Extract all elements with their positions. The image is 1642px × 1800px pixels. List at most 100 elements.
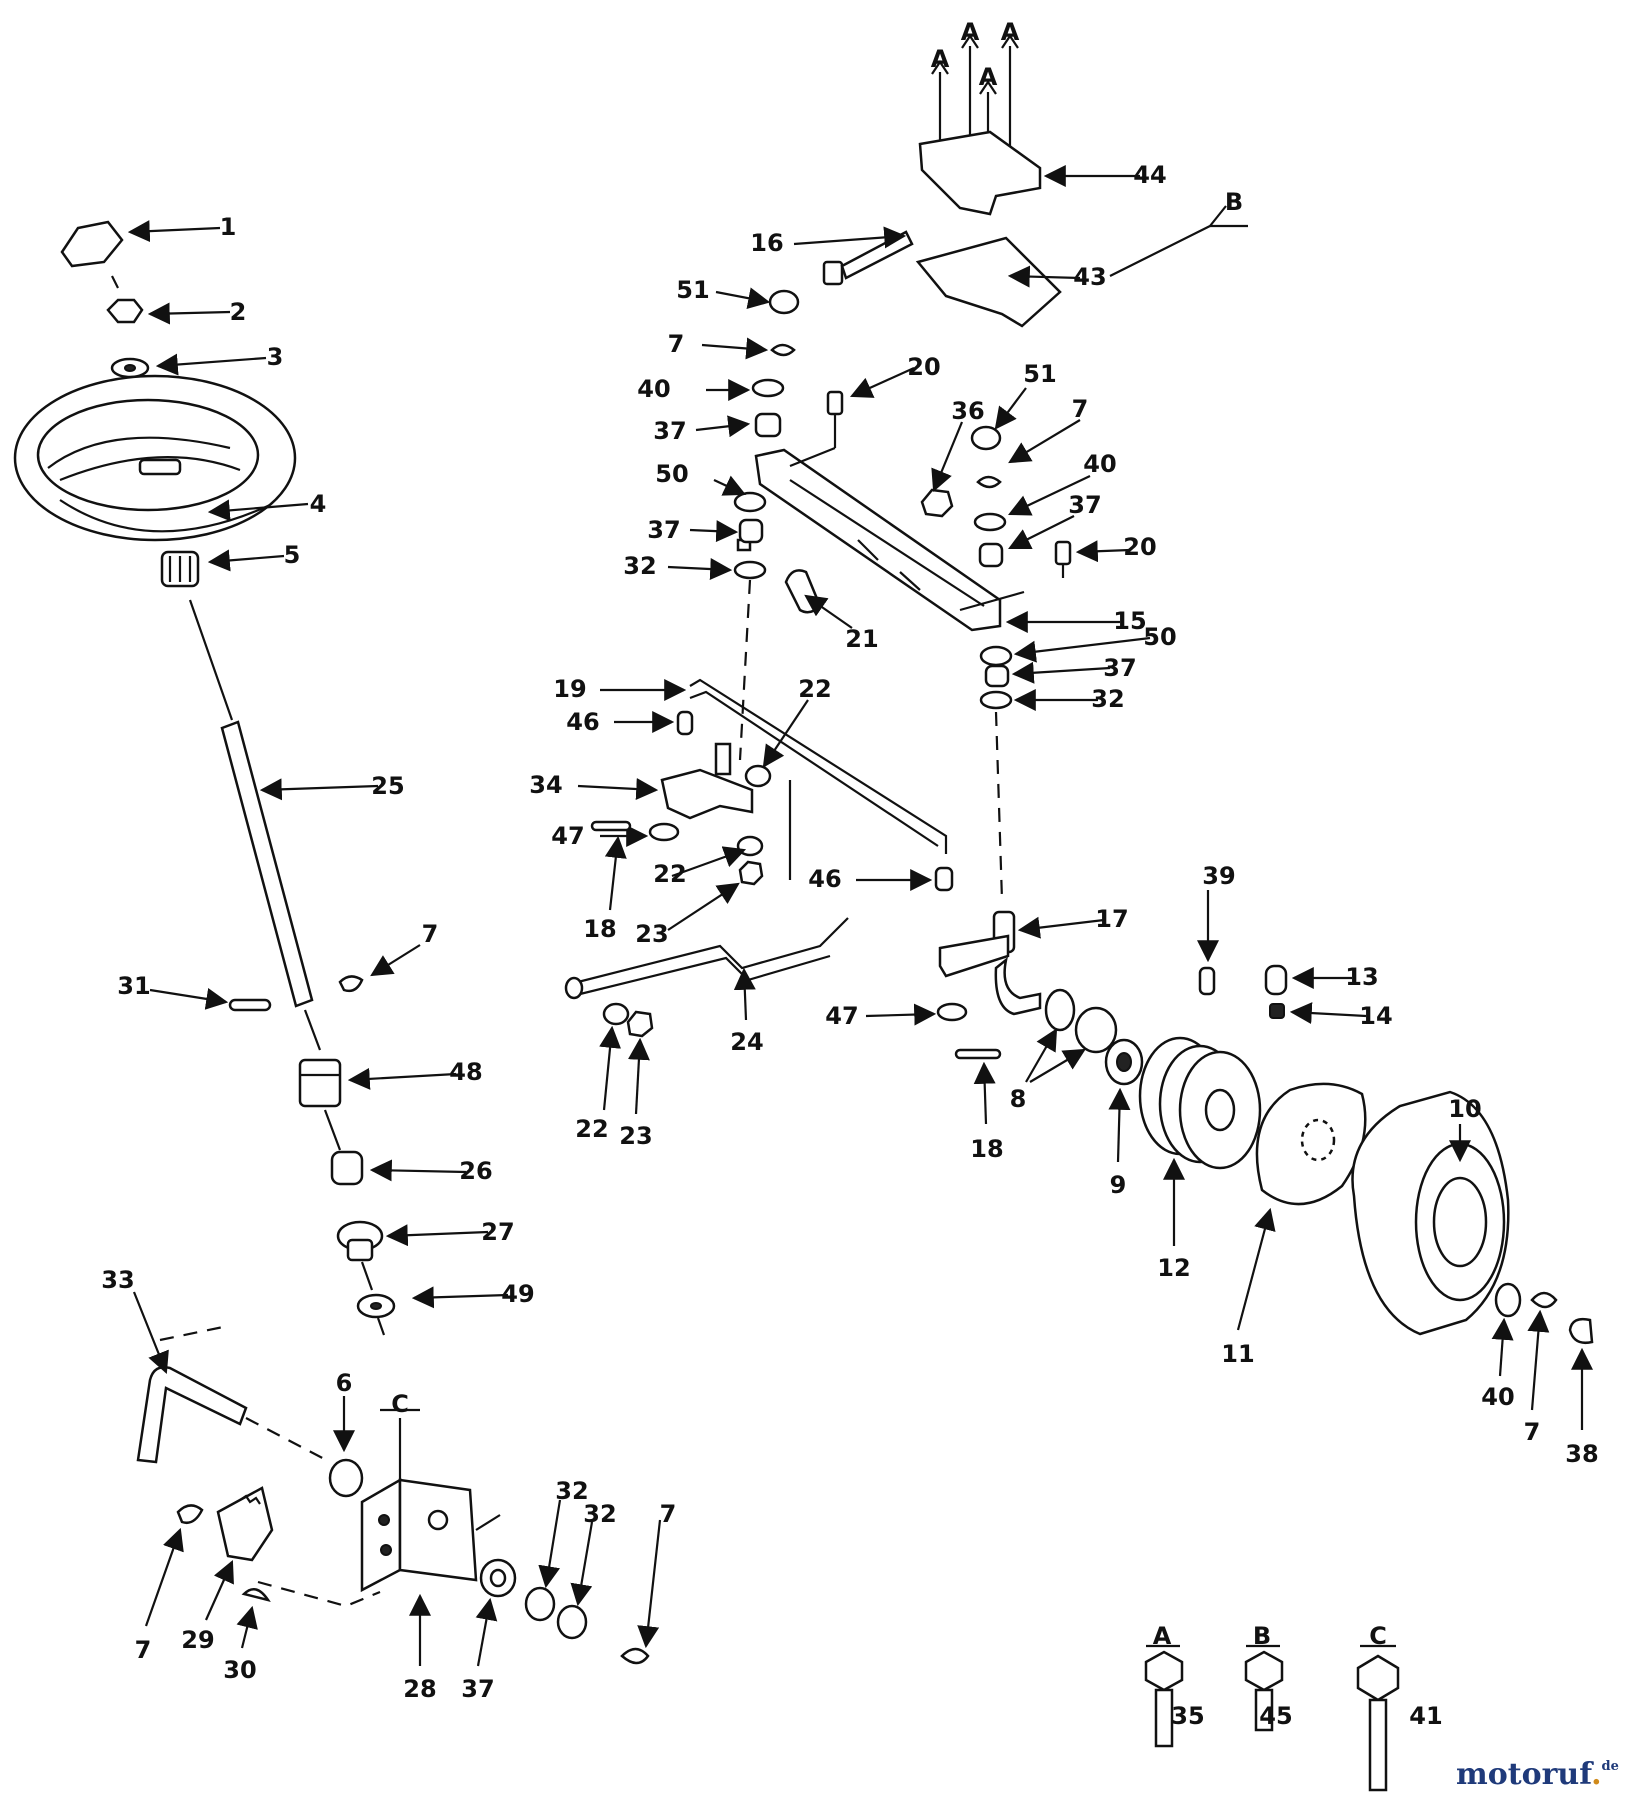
grease-fitting-left xyxy=(826,390,844,430)
part-number-7: 7 xyxy=(422,920,439,948)
part-number-13: 13 xyxy=(1345,963,1378,991)
part-number-22: 22 xyxy=(575,1115,608,1143)
part-number-50: 50 xyxy=(1143,623,1176,651)
part-number-7: 7 xyxy=(135,1636,152,1664)
part-number-37: 37 xyxy=(1103,654,1136,682)
washer-32-right xyxy=(979,690,1013,710)
part-number-21: 21 xyxy=(845,625,878,653)
part-number-18: 18 xyxy=(583,915,616,943)
spindle-17 xyxy=(938,910,1042,1016)
clip-7-right xyxy=(976,475,1002,489)
bolt-35 xyxy=(1144,1644,1184,1748)
pivot-bushing xyxy=(784,569,822,614)
column-bearing xyxy=(336,1220,384,1262)
steering-shaft xyxy=(220,720,314,1008)
washer-50-left xyxy=(733,491,767,513)
part-number-7: 7 xyxy=(1524,1418,1541,1446)
part-number-18: 18 xyxy=(970,1135,1003,1163)
part-number-49: 49 xyxy=(501,1280,534,1308)
steering-cap xyxy=(60,220,124,268)
part-number-27: 27 xyxy=(481,1218,514,1246)
part-number-19: 19 xyxy=(553,675,586,703)
part-number-32: 32 xyxy=(555,1477,588,1505)
legend-letter-b: B xyxy=(1253,1622,1271,1650)
steering-wheel xyxy=(13,374,297,542)
part-number-47: 47 xyxy=(825,1002,858,1030)
bracket-clip xyxy=(620,1647,650,1665)
part-number-50: 50 xyxy=(655,460,688,488)
part-number-28: 28 xyxy=(403,1675,436,1703)
washer-50-right xyxy=(979,645,1013,667)
part-number-11: 11 xyxy=(1221,1340,1254,1368)
tie-rod xyxy=(689,678,948,854)
part-number-48: 48 xyxy=(449,1058,482,1086)
mount-arrows-a xyxy=(931,34,1019,158)
washer-b xyxy=(556,1604,588,1640)
part-number-7: 7 xyxy=(660,1500,677,1528)
ref-marker-a: A xyxy=(979,63,998,91)
part-number-6: 6 xyxy=(336,1369,353,1397)
grease-cap-13 xyxy=(1264,964,1288,996)
column-bushing xyxy=(330,1150,364,1186)
washer-22-bottom xyxy=(602,1002,630,1026)
part-number-35: 35 xyxy=(1171,1702,1204,1730)
part-number-8: 8 xyxy=(1010,1085,1027,1113)
part-number-51: 51 xyxy=(676,276,709,304)
washer-22-lower xyxy=(736,835,764,857)
axle-beam xyxy=(754,448,1002,632)
hub-cap-38 xyxy=(1568,1317,1594,1344)
retaining-clip xyxy=(338,975,364,993)
steering-gear-group xyxy=(132,1291,662,1667)
part-number-37: 37 xyxy=(461,1675,494,1703)
nut-36 xyxy=(920,488,954,518)
part-number-32: 32 xyxy=(1091,685,1124,713)
wheel-assembly-group xyxy=(1025,890,1594,1430)
tire xyxy=(1351,1090,1510,1336)
washer-47-left xyxy=(648,822,680,842)
part-number-16: 16 xyxy=(750,229,783,257)
part-number-37: 37 xyxy=(1068,491,1101,519)
nut-23 xyxy=(738,860,764,886)
part-number-51: 51 xyxy=(1023,360,1056,388)
part-number-47: 47 xyxy=(551,822,584,850)
part-number-25: 25 xyxy=(371,772,404,800)
steering-arm-34 xyxy=(660,768,754,820)
part-number-22: 22 xyxy=(798,675,831,703)
roll-pin xyxy=(228,998,272,1012)
nut-23-bottom xyxy=(626,1010,654,1038)
part-number-9: 9 xyxy=(1110,1171,1127,1199)
inner-tube xyxy=(1255,1082,1367,1206)
svg-text:motoruf.de: motoruf.de xyxy=(1456,1757,1619,1792)
washer-a xyxy=(524,1586,556,1622)
washer-22 xyxy=(744,764,772,788)
ball-joint-46-left xyxy=(676,710,694,736)
part-number-5: 5 xyxy=(284,541,301,569)
cotter-pin-right xyxy=(954,1048,1002,1060)
part-number-15: 15 xyxy=(1113,607,1146,635)
sector-gear xyxy=(216,1486,274,1562)
ref-marker-b: B xyxy=(1225,188,1243,216)
part-number-26: 26 xyxy=(459,1157,492,1185)
bushing-37-left xyxy=(754,412,782,438)
bushing-37-right-lower xyxy=(984,664,1010,688)
part-number-29: 29 xyxy=(181,1626,214,1654)
part-number-2: 2 xyxy=(230,298,247,326)
fitting-39 xyxy=(1198,966,1216,996)
gear-bracket xyxy=(360,1477,501,1593)
gear-clip xyxy=(176,1504,204,1524)
axle-bracket-upper xyxy=(918,130,1042,216)
part-number-40: 40 xyxy=(1481,1383,1514,1411)
wheel-rim xyxy=(1138,1036,1262,1170)
part-number-30: 30 xyxy=(223,1656,256,1684)
part-number-46: 46 xyxy=(566,708,599,736)
plug-14 xyxy=(1269,1003,1285,1019)
steering-column-group xyxy=(13,220,509,1336)
legend-letter-a: A xyxy=(1153,1622,1172,1650)
part-number-36: 36 xyxy=(951,397,984,425)
part-number-22: 22 xyxy=(653,860,686,888)
ref-marker-a: A xyxy=(931,45,950,73)
axle-bracket-lower xyxy=(915,236,1062,328)
